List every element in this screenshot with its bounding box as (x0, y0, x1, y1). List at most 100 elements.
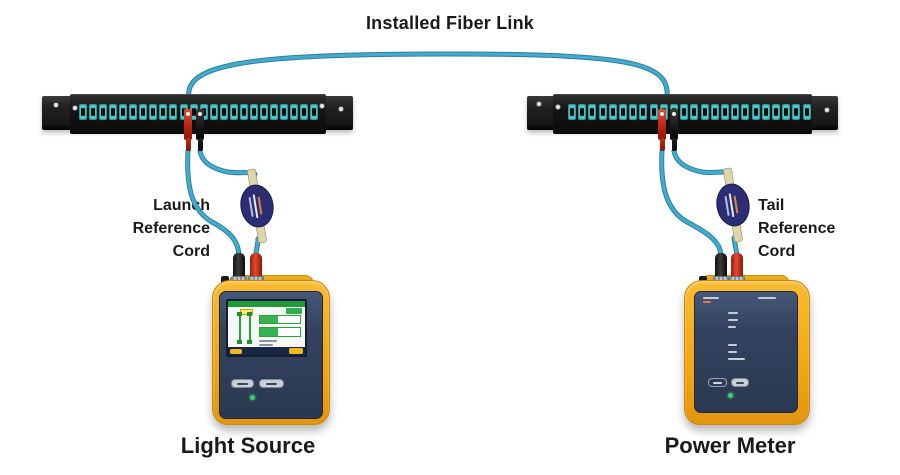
fiber-port (629, 104, 638, 120)
screw-icon (53, 102, 59, 108)
brand-text (703, 297, 719, 299)
fiber-port (568, 104, 576, 120)
fiber-port (608, 104, 617, 120)
label-line: Cord (172, 243, 210, 260)
fiber-port (578, 104, 587, 120)
device-button-left (231, 379, 254, 388)
screen-trace-line (249, 314, 251, 343)
fiber-port (731, 104, 740, 120)
fiber-port (219, 104, 228, 120)
tail-reference-cord-label: Tail Reference Cord (758, 194, 900, 263)
diagram-title: Installed Fiber Link (365, 13, 535, 33)
fiber-port (259, 104, 268, 120)
fiber-port (280, 104, 288, 120)
light-source-label: Light Source (180, 433, 316, 458)
device-button-left (708, 378, 727, 387)
fiber-port (588, 104, 597, 120)
fiber-port (310, 104, 319, 120)
fiber-port (119, 104, 128, 120)
ferrule-icon (672, 112, 676, 116)
fiber-port (690, 104, 699, 120)
indicator-label (728, 326, 736, 328)
label-line: Tail (758, 197, 785, 214)
fiber-port (169, 104, 178, 120)
fiber-port (741, 104, 750, 120)
screen-event-icon (237, 340, 242, 344)
fiber-port (149, 104, 158, 120)
patch-panel-right (527, 94, 838, 134)
screen-event-icon (237, 312, 242, 316)
status-led (728, 393, 733, 398)
black-cable-boot (233, 253, 245, 280)
fiber-port (89, 104, 98, 120)
fiber-port (249, 104, 258, 120)
fiber-port (300, 104, 309, 120)
red-cable-boot (731, 253, 743, 280)
fiber-port (792, 104, 801, 120)
screw-icon (319, 103, 325, 109)
power-meter-device (684, 253, 810, 425)
test-softkey-icon (289, 348, 303, 354)
screen-event-icon (247, 340, 252, 344)
screw-icon (338, 106, 344, 112)
launch-cord-coupler (240, 168, 274, 244)
fiber-port (710, 104, 719, 120)
screen-result-box (259, 315, 301, 324)
fiber-port (598, 104, 607, 120)
model-text (758, 297, 776, 299)
fiber-port (229, 104, 238, 120)
indicator-label (728, 344, 737, 346)
softkey-icon (230, 348, 242, 354)
label-line: Reference (758, 220, 836, 237)
indicator-label (728, 312, 738, 314)
screen-text-line (259, 340, 277, 342)
screen-event-icon (247, 312, 252, 316)
screw-icon (824, 107, 830, 113)
status-led (250, 395, 255, 400)
screen-status-badge (286, 308, 302, 314)
indicator-label (728, 351, 737, 353)
fiber-port (99, 104, 108, 120)
red-connector-right-panel (658, 109, 666, 151)
red-connector-left-panel (184, 109, 192, 151)
fiber-port (649, 104, 658, 120)
launch-reference-cord-label: Launch Reference Cord (60, 194, 210, 263)
screw-icon (536, 101, 542, 107)
red-cable-boot (250, 253, 262, 280)
ferrule-icon (186, 112, 190, 116)
black-cable-boot (715, 253, 727, 280)
fiber-port (209, 104, 218, 120)
device-screen (226, 299, 307, 357)
fiber-port (129, 104, 138, 120)
indicator-label (728, 319, 738, 321)
fiber-port (619, 104, 627, 120)
fiber-port (239, 104, 248, 120)
screen-header-bar (228, 301, 305, 307)
screw-icon (555, 104, 561, 110)
fiber-port (802, 104, 811, 120)
screen-trace-line (239, 314, 241, 343)
fiber-port (700, 104, 709, 120)
label-line: Cord (758, 243, 796, 260)
indicator-label (728, 358, 745, 360)
tail-cord-coupler (716, 167, 750, 243)
device-front-panel (694, 291, 798, 413)
screen-softkey-bar (228, 347, 305, 355)
device-button-right (731, 378, 749, 387)
fiber-port (159, 104, 168, 120)
screw-icon (72, 105, 78, 111)
fiber-port (109, 104, 118, 120)
fiber-port (721, 104, 729, 120)
black-connector-right-panel (670, 109, 678, 151)
fiber-port (782, 104, 791, 120)
ferrule-icon (660, 112, 664, 116)
fiber-port (639, 104, 648, 120)
device-button-test (259, 379, 284, 388)
power-meter-label: Power Meter (664, 433, 796, 458)
fiber-port (290, 104, 299, 120)
fiber-port (772, 104, 780, 120)
fiber-port (269, 104, 278, 120)
fiber-port (139, 104, 148, 120)
